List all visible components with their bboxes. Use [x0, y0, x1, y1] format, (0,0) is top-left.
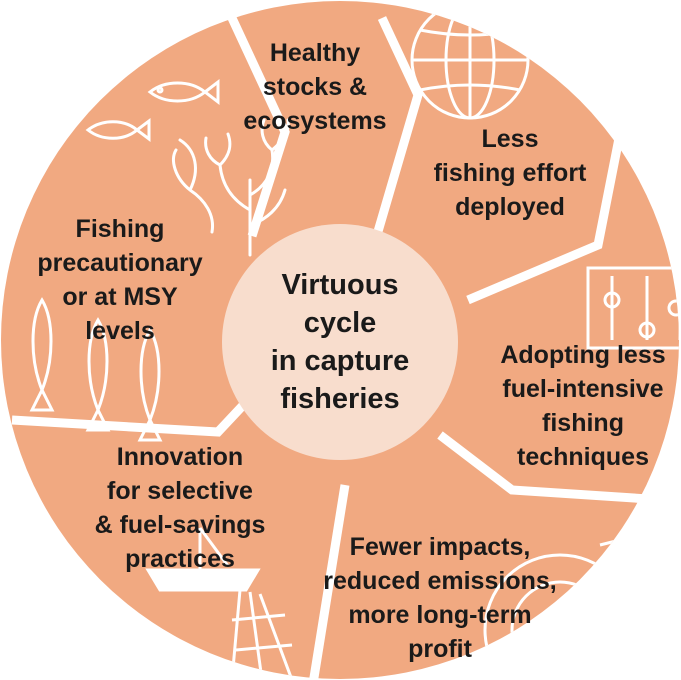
segment-line: stocks & [262, 73, 368, 101]
segment-separator [309, 484, 350, 680]
segment-line: levels [85, 317, 155, 345]
segment-line: ecosystems [243, 107, 387, 135]
center-line: Virtuous [281, 269, 399, 301]
center-label: Virtuous cycle in capture fisheries [240, 266, 440, 418]
segment-line: Fishing [75, 215, 165, 243]
segment-line: Less [481, 125, 539, 153]
segment-separators [11, 16, 665, 680]
segment-line: Healthy [269, 39, 361, 67]
segment-line: profit [408, 635, 472, 663]
fish-and-coral-icon [85, 78, 290, 257]
globe-icon [410, 1, 530, 120]
segment-line: fishing effort [433, 159, 587, 187]
segment-label-healthy-stocks: Healthy stocks & ecosystems [225, 36, 405, 138]
segment-label-fuel-techniques: Adopting less fuel-intensive fishing tec… [488, 338, 678, 474]
segment-label-msy: Fishing precautionary or at MSY levels [25, 212, 215, 348]
segment-line: fuel-intensive [502, 375, 664, 403]
center-disc [222, 224, 458, 460]
center-line: cycle [303, 307, 377, 339]
slider-controls-icon [586, 266, 679, 350]
segment-line: for selective [107, 477, 253, 505]
segment-separator [437, 431, 665, 505]
segment-line: & fuel-savings [94, 511, 266, 539]
segment-line: fishing [542, 409, 624, 437]
segment-line: Fewer impacts, [349, 533, 531, 561]
three-fish-icon [29, 297, 163, 442]
center-line: in capture [270, 345, 410, 377]
segment-line: more long-term [348, 601, 532, 629]
center-line: fisheries [280, 383, 400, 415]
segment-line: or at MSY [62, 283, 178, 311]
segment-line: Adopting less [500, 341, 666, 369]
segment-separator [227, 16, 290, 238]
segment-line: Innovation [116, 443, 244, 471]
boat-and-net-icon [145, 527, 294, 679]
segment-line: reduced emissions, [323, 567, 557, 595]
segment-line: practices [125, 545, 235, 573]
segment-separator [367, 16, 423, 254]
segment-line: precautionary [37, 249, 203, 277]
segment-label-less-effort: Less fishing effort deployed [410, 122, 610, 224]
segment-line: deployed [455, 193, 565, 221]
segment-separator [466, 107, 630, 305]
segment-line: techniques [517, 443, 649, 471]
segment-separator [11, 396, 252, 437]
segment-label-fewer-impacts: Fewer impacts, reduced emissions, more l… [315, 530, 565, 666]
segment-label-innovation: Innovation for selective & fuel-savings … [80, 440, 280, 576]
